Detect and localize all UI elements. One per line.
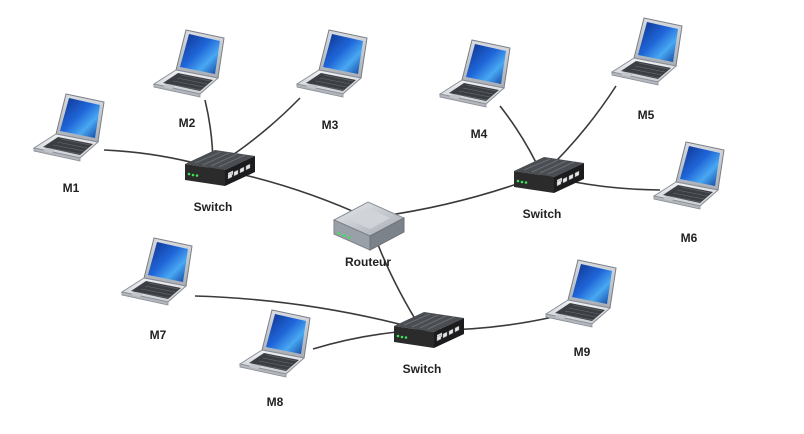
- label-m7: M7: [150, 328, 167, 342]
- node-router: Routeur: [333, 201, 405, 269]
- switch-icon: [393, 311, 465, 349]
- label-m4: M4: [471, 127, 488, 141]
- laptop-icon: [653, 141, 725, 210]
- label-switch_2: Switch: [523, 207, 562, 221]
- laptop-icon: [153, 29, 225, 98]
- node-m5: M5: [611, 17, 683, 122]
- switch-icon: [184, 149, 256, 187]
- label-m3: M3: [322, 118, 339, 132]
- laptop-icon: [611, 17, 683, 86]
- switch-icon: [513, 156, 585, 194]
- laptop-icon: [239, 309, 311, 378]
- laptop-icon: [121, 237, 193, 306]
- label-m9: M9: [574, 345, 591, 359]
- node-switch_1: Switch: [184, 149, 256, 214]
- label-m5: M5: [638, 108, 655, 122]
- label-router: Routeur: [345, 255, 391, 269]
- node-m7: M7: [121, 237, 193, 342]
- label-m1: M1: [63, 181, 80, 195]
- laptop-icon: [545, 259, 617, 328]
- label-m8: M8: [267, 395, 284, 409]
- node-m2: M2: [153, 29, 225, 130]
- node-m4: M4: [439, 39, 511, 141]
- node-m1: M1: [33, 93, 105, 195]
- label-switch_3: Switch: [403, 362, 442, 376]
- laptop-icon: [439, 39, 511, 108]
- link-switch_3-m7: [194, 295, 423, 331]
- node-switch_3: Switch: [393, 311, 465, 376]
- router-icon: [333, 201, 405, 251]
- label-switch_1: Switch: [194, 200, 233, 214]
- node-m3: M3: [296, 29, 368, 132]
- label-m2: M2: [179, 116, 196, 130]
- laptop-icon: [296, 29, 368, 98]
- node-m8: M8: [239, 309, 311, 409]
- node-m9: M9: [545, 259, 617, 359]
- node-switch_2: Switch: [513, 156, 585, 221]
- laptop-icon: [33, 93, 105, 162]
- node-m6: M6: [653, 141, 725, 245]
- label-m6: M6: [681, 231, 698, 245]
